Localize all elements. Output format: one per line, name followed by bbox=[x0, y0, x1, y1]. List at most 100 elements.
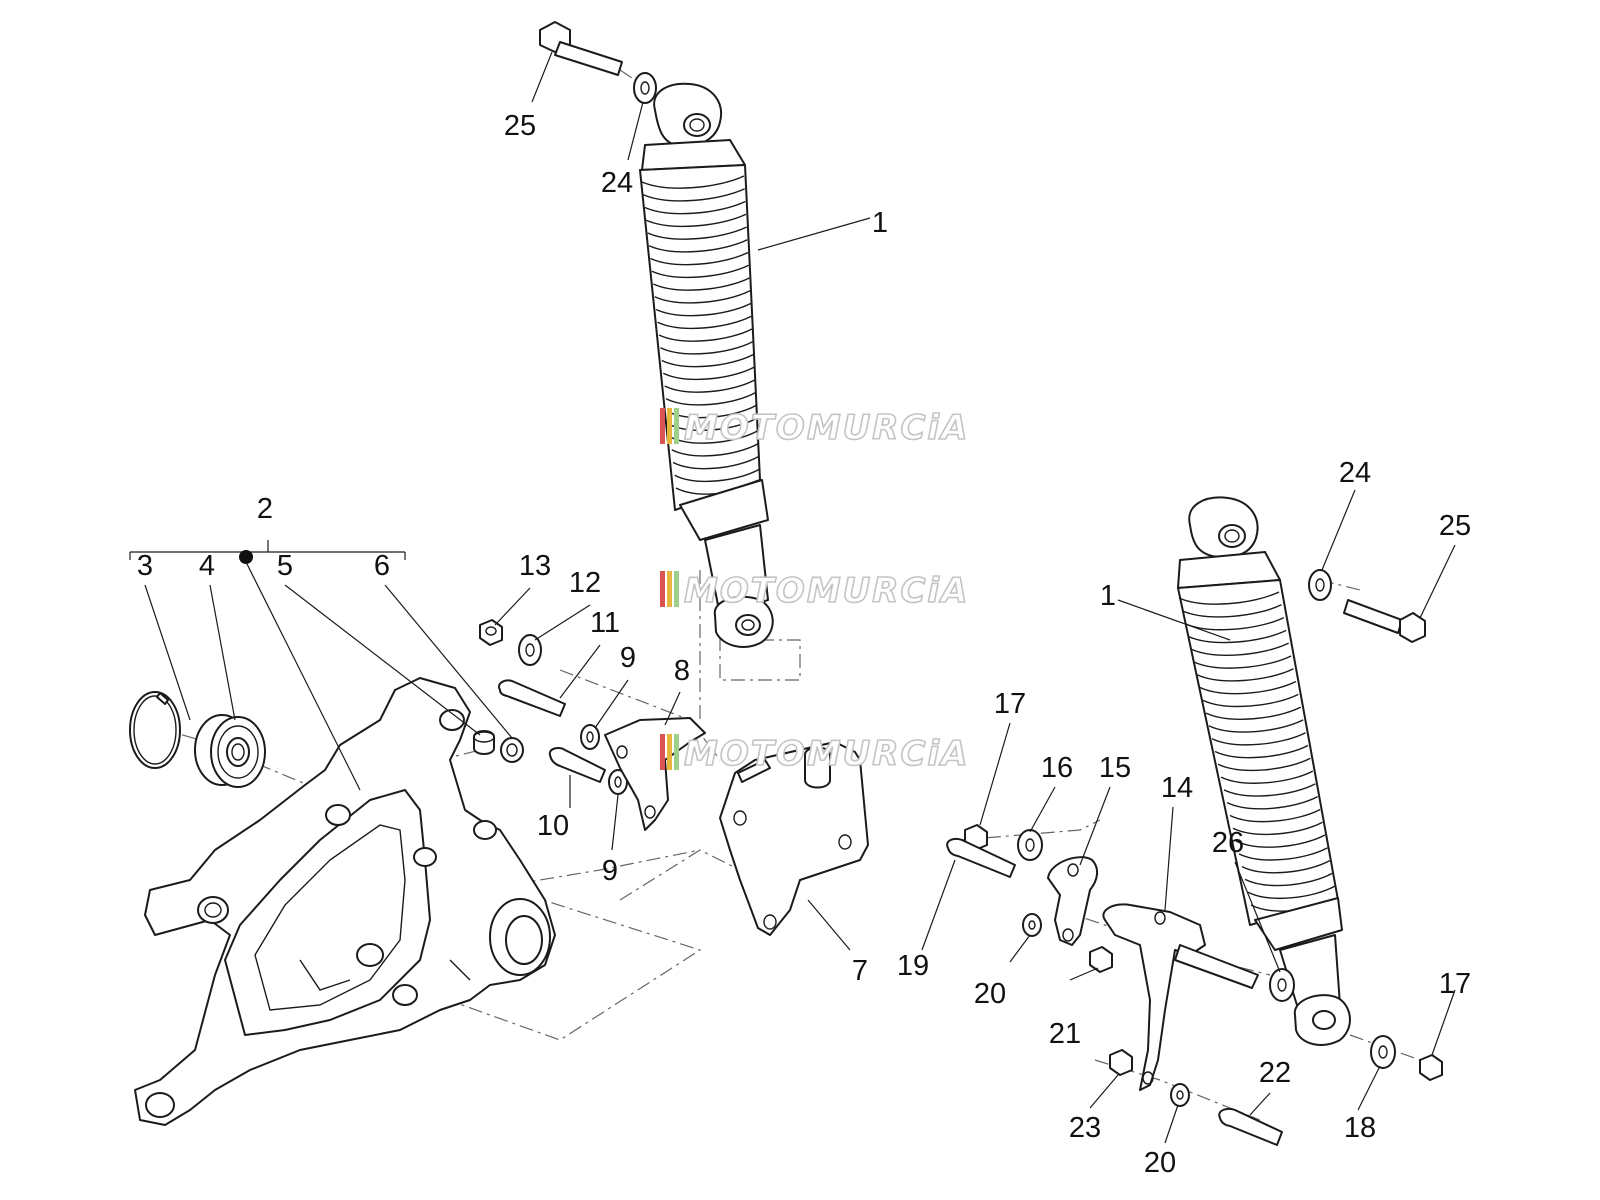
callout-11: 11 bbox=[590, 607, 620, 639]
watermark-logo: MOTOMURCiA bbox=[660, 570, 969, 612]
spring-coil bbox=[644, 200, 746, 215]
spring-coil bbox=[661, 353, 754, 368]
link-assembly-right bbox=[946, 824, 1443, 1146]
callout-1-right: 1 bbox=[1100, 580, 1116, 612]
spring-coil bbox=[1220, 770, 1314, 784]
watermark-stripe bbox=[660, 571, 665, 607]
callout-13: 13 bbox=[519, 550, 551, 582]
spring-coil bbox=[648, 239, 748, 253]
spring-coil bbox=[1238, 847, 1328, 861]
swing-arm bbox=[134, 677, 556, 1126]
callout-2: 2 bbox=[257, 493, 273, 525]
spring-coil bbox=[665, 392, 756, 406]
watermark-text: MOTOMURCiA bbox=[684, 408, 969, 448]
watermark-stripe bbox=[674, 734, 679, 770]
callout-9-lower: 9 bbox=[602, 855, 618, 887]
shock-absorber-upper bbox=[639, 82, 774, 648]
callout-8: 8 bbox=[674, 655, 690, 687]
callout-10: 10 bbox=[537, 810, 569, 842]
spring-coil bbox=[1199, 680, 1297, 695]
spring-coil bbox=[1196, 668, 1294, 682]
watermark-stripe bbox=[660, 734, 665, 770]
spring-coil bbox=[651, 264, 749, 279]
spring-coil bbox=[653, 277, 750, 291]
watermark-stripe bbox=[667, 571, 672, 607]
callout-24-right: 24 bbox=[1339, 457, 1371, 489]
callout-24-upper: 24 bbox=[601, 167, 633, 199]
watermark-stripe bbox=[674, 408, 679, 444]
spring-coil bbox=[664, 379, 755, 393]
circlip bbox=[129, 691, 181, 769]
callout-14: 14 bbox=[1161, 772, 1193, 804]
spring-coil bbox=[672, 455, 760, 470]
callout-5: 5 bbox=[277, 550, 293, 582]
spring-coil bbox=[657, 315, 752, 330]
watermark-stripe bbox=[674, 571, 679, 607]
spring-coil bbox=[655, 302, 751, 317]
callout-17-upper: 17 bbox=[994, 688, 1026, 720]
spring-coil bbox=[643, 188, 745, 202]
callout-3: 3 bbox=[137, 550, 153, 582]
callout-19: 19 bbox=[897, 950, 929, 982]
callout-23: 23 bbox=[1069, 1112, 1101, 1144]
callout-12: 12 bbox=[569, 567, 601, 599]
spring-coil bbox=[1202, 693, 1299, 708]
bracket bbox=[604, 717, 706, 831]
spring-coil bbox=[641, 175, 745, 189]
spring-coil bbox=[654, 290, 751, 304]
mounting-plate bbox=[719, 741, 869, 936]
watermark-stripe bbox=[660, 408, 665, 444]
bushing-and-lock-washer bbox=[473, 730, 524, 763]
spring-coil bbox=[1205, 706, 1302, 720]
bearing bbox=[194, 714, 266, 788]
callout-4: 4 bbox=[199, 550, 215, 582]
callout-labels: 2 3 4 5 6 13 12 11 9 8 10 9 7 1 25 24 24… bbox=[137, 110, 1471, 1179]
watermark-stripe bbox=[667, 408, 672, 444]
spring-coil bbox=[674, 468, 760, 483]
spring-coil bbox=[662, 366, 755, 381]
spring-coil bbox=[1232, 821, 1323, 836]
spring-coil bbox=[1229, 808, 1321, 823]
spring-coil bbox=[650, 251, 749, 266]
spring-coil bbox=[658, 328, 753, 342]
callout-25-right: 25 bbox=[1439, 510, 1471, 542]
callout-15: 15 bbox=[1099, 752, 1131, 784]
watermark-text: MOTOMURCiA bbox=[684, 571, 969, 611]
spring-coil bbox=[1244, 872, 1333, 887]
leader-lines bbox=[129, 51, 1456, 1144]
spring-coil bbox=[1211, 732, 1306, 746]
spring-coil bbox=[1181, 604, 1282, 618]
spring-coil bbox=[1247, 885, 1335, 900]
spring-coil bbox=[1235, 834, 1326, 848]
watermark-stripe bbox=[667, 734, 672, 770]
spring-coil bbox=[645, 213, 747, 228]
callout-20-lower: 20 bbox=[1144, 1147, 1176, 1179]
spring-coil bbox=[660, 341, 753, 355]
bullet-marker bbox=[239, 550, 253, 564]
watermark-logo: MOTOMURCiA bbox=[660, 733, 969, 775]
top-mount-fasteners bbox=[539, 21, 1426, 643]
spring-coil bbox=[1241, 860, 1331, 874]
spring-coils bbox=[1178, 591, 1338, 912]
bracket-fasteners bbox=[479, 619, 628, 795]
callout-6: 6 bbox=[374, 550, 390, 582]
callout-22: 22 bbox=[1259, 1057, 1291, 1089]
spring-coil bbox=[1178, 591, 1280, 605]
spring-coil bbox=[1217, 757, 1311, 772]
spring-coil bbox=[671, 443, 759, 457]
spring-coil bbox=[1193, 655, 1292, 669]
watermark-text: MOTOMURCiA bbox=[684, 734, 969, 774]
spring-coil bbox=[1190, 642, 1289, 656]
watermark-logo: MOTOMURCiA bbox=[660, 407, 969, 449]
callout-18: 18 bbox=[1344, 1112, 1376, 1144]
callout-20-upper: 20 bbox=[974, 978, 1006, 1010]
callout-21: 21 bbox=[1049, 1018, 1081, 1050]
callout-26: 26 bbox=[1212, 827, 1244, 859]
spring-coil bbox=[1208, 719, 1304, 733]
spring-coil bbox=[1187, 629, 1287, 644]
callout-25-upper: 25 bbox=[504, 110, 536, 142]
callout-7: 7 bbox=[852, 955, 868, 987]
spring-coil bbox=[1226, 796, 1318, 810]
callout-16: 16 bbox=[1041, 752, 1073, 784]
